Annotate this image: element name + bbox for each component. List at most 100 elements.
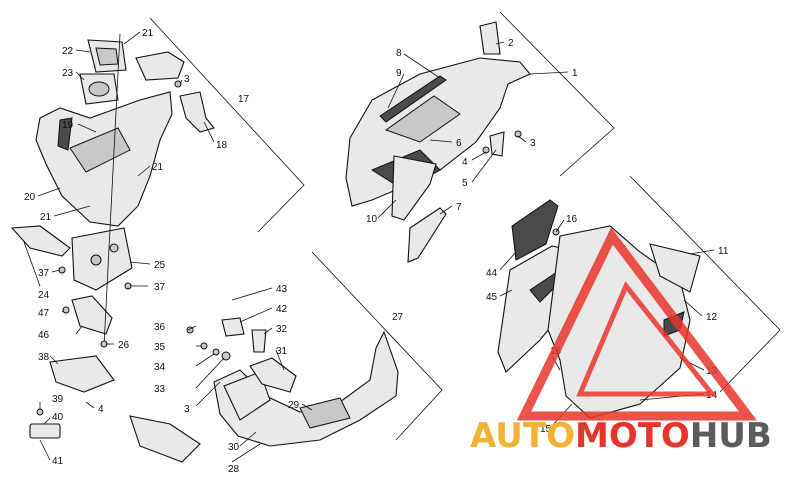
leader-3-b xyxy=(517,135,527,143)
leader-2 xyxy=(495,41,505,45)
callout-20: 20 xyxy=(24,192,36,203)
callout-2: 2 xyxy=(508,38,514,49)
lower-frame xyxy=(129,415,201,463)
callout-28: 28 xyxy=(228,464,240,475)
vent-grille-44 xyxy=(511,199,559,261)
leader-21-a xyxy=(123,31,141,45)
plate-23-hole xyxy=(88,81,110,97)
leader-12 xyxy=(683,299,703,317)
leader-20 xyxy=(37,187,61,197)
callout-10: 10 xyxy=(366,214,378,225)
leader-43 xyxy=(231,287,273,301)
callout-27: 27 xyxy=(392,312,404,323)
callout-6: 6 xyxy=(456,138,462,149)
leader-3-a xyxy=(179,79,183,85)
leader-41 xyxy=(39,439,51,461)
screw-47 xyxy=(62,306,70,314)
vent-5 xyxy=(489,131,505,157)
callout-34: 34 xyxy=(154,362,166,373)
leader-28 xyxy=(231,443,261,463)
leader-9 xyxy=(387,73,405,109)
callout-21-a: 21 xyxy=(142,28,154,39)
watermark-hub: HUB xyxy=(690,416,772,456)
callout-17: 17 xyxy=(238,94,250,105)
bracket-17 xyxy=(149,17,305,233)
callout-11: 11 xyxy=(718,246,729,257)
leader-16-a xyxy=(555,219,565,233)
duct-31 xyxy=(249,357,297,393)
callout-4-a: 4 xyxy=(462,157,468,168)
callout-8: 8 xyxy=(396,48,402,59)
leader-4-a xyxy=(471,151,487,161)
leader-44 xyxy=(499,251,517,271)
callout-3-a: 3 xyxy=(184,74,190,85)
side-cover-25 xyxy=(71,227,133,291)
callout-39: 39 xyxy=(52,394,64,405)
screw-3-a xyxy=(174,80,182,88)
callout-4-b: 4 xyxy=(98,404,104,415)
bracket-1 xyxy=(499,11,615,177)
leader-38 xyxy=(49,355,59,365)
callout-12: 12 xyxy=(706,312,718,323)
leader-31 xyxy=(275,349,285,371)
gasket-22-inner xyxy=(95,47,119,66)
callout-21-b: 21 xyxy=(152,162,164,173)
callout-15: 15 xyxy=(540,424,552,435)
leader-42 xyxy=(239,307,273,323)
callout-31: 31 xyxy=(276,346,288,357)
callout-26: 26 xyxy=(118,340,130,351)
bracket-27 xyxy=(311,251,443,441)
group-brackets xyxy=(149,11,781,441)
leader-30 xyxy=(239,431,257,447)
callout-23: 23 xyxy=(62,68,74,79)
callout-32: 32 xyxy=(276,324,288,335)
strip-7 xyxy=(407,207,447,263)
watermark-moto: MOTO xyxy=(575,416,690,456)
belly-pan-mesh-29 xyxy=(299,397,351,429)
callout-42: 42 xyxy=(276,304,288,315)
callout-21-c: 21 xyxy=(40,212,52,223)
hood-mesh-9 xyxy=(384,95,461,143)
belly-pan-28 xyxy=(213,330,399,447)
leader-36 xyxy=(187,325,197,331)
lower-deflector-24 xyxy=(10,225,71,257)
callout-33: 33 xyxy=(154,384,166,395)
watermark: AUTOMOTOHUB xyxy=(470,227,772,456)
callout-19: 19 xyxy=(62,120,74,131)
cap-32 xyxy=(251,329,267,353)
callout-1: 1 xyxy=(572,68,578,79)
leader-19 xyxy=(77,123,97,133)
housing-30 xyxy=(223,371,271,421)
belly-pan-assembly xyxy=(129,317,399,463)
callout-24: 24 xyxy=(38,290,50,301)
callout-30: 30 xyxy=(228,442,240,453)
callout-41: 41 xyxy=(52,456,64,467)
leader-8 xyxy=(403,53,441,79)
callout-25: 25 xyxy=(154,260,166,271)
leader-3-c xyxy=(195,381,221,407)
callout-7: 7 xyxy=(456,202,462,213)
screw-3-b xyxy=(514,130,522,138)
callout-22: 22 xyxy=(62,46,74,57)
leader-47 xyxy=(61,309,65,313)
leader-18 xyxy=(203,121,215,143)
side-cover-25-hole-a xyxy=(90,254,102,266)
callout-3-b: 3 xyxy=(530,138,536,149)
stud-rod xyxy=(103,33,121,347)
callout-9: 9 xyxy=(396,68,402,79)
callout-37-a: 37 xyxy=(38,268,50,279)
leader-34 xyxy=(195,353,215,367)
hood-stripe-9 xyxy=(379,75,447,123)
bracket-11 xyxy=(629,175,781,393)
callout-29: 29 xyxy=(288,400,300,411)
screw-4 xyxy=(482,146,490,154)
windshield-bracket-18 xyxy=(179,91,215,133)
callout-3-c: 3 xyxy=(184,404,190,415)
callout-45: 45 xyxy=(486,292,498,303)
leader-21-b xyxy=(137,165,151,177)
callout-37-b: 37 xyxy=(154,282,166,293)
nut-34 xyxy=(212,348,220,356)
leader-33 xyxy=(195,357,225,389)
trim-strip-20 xyxy=(57,117,73,151)
